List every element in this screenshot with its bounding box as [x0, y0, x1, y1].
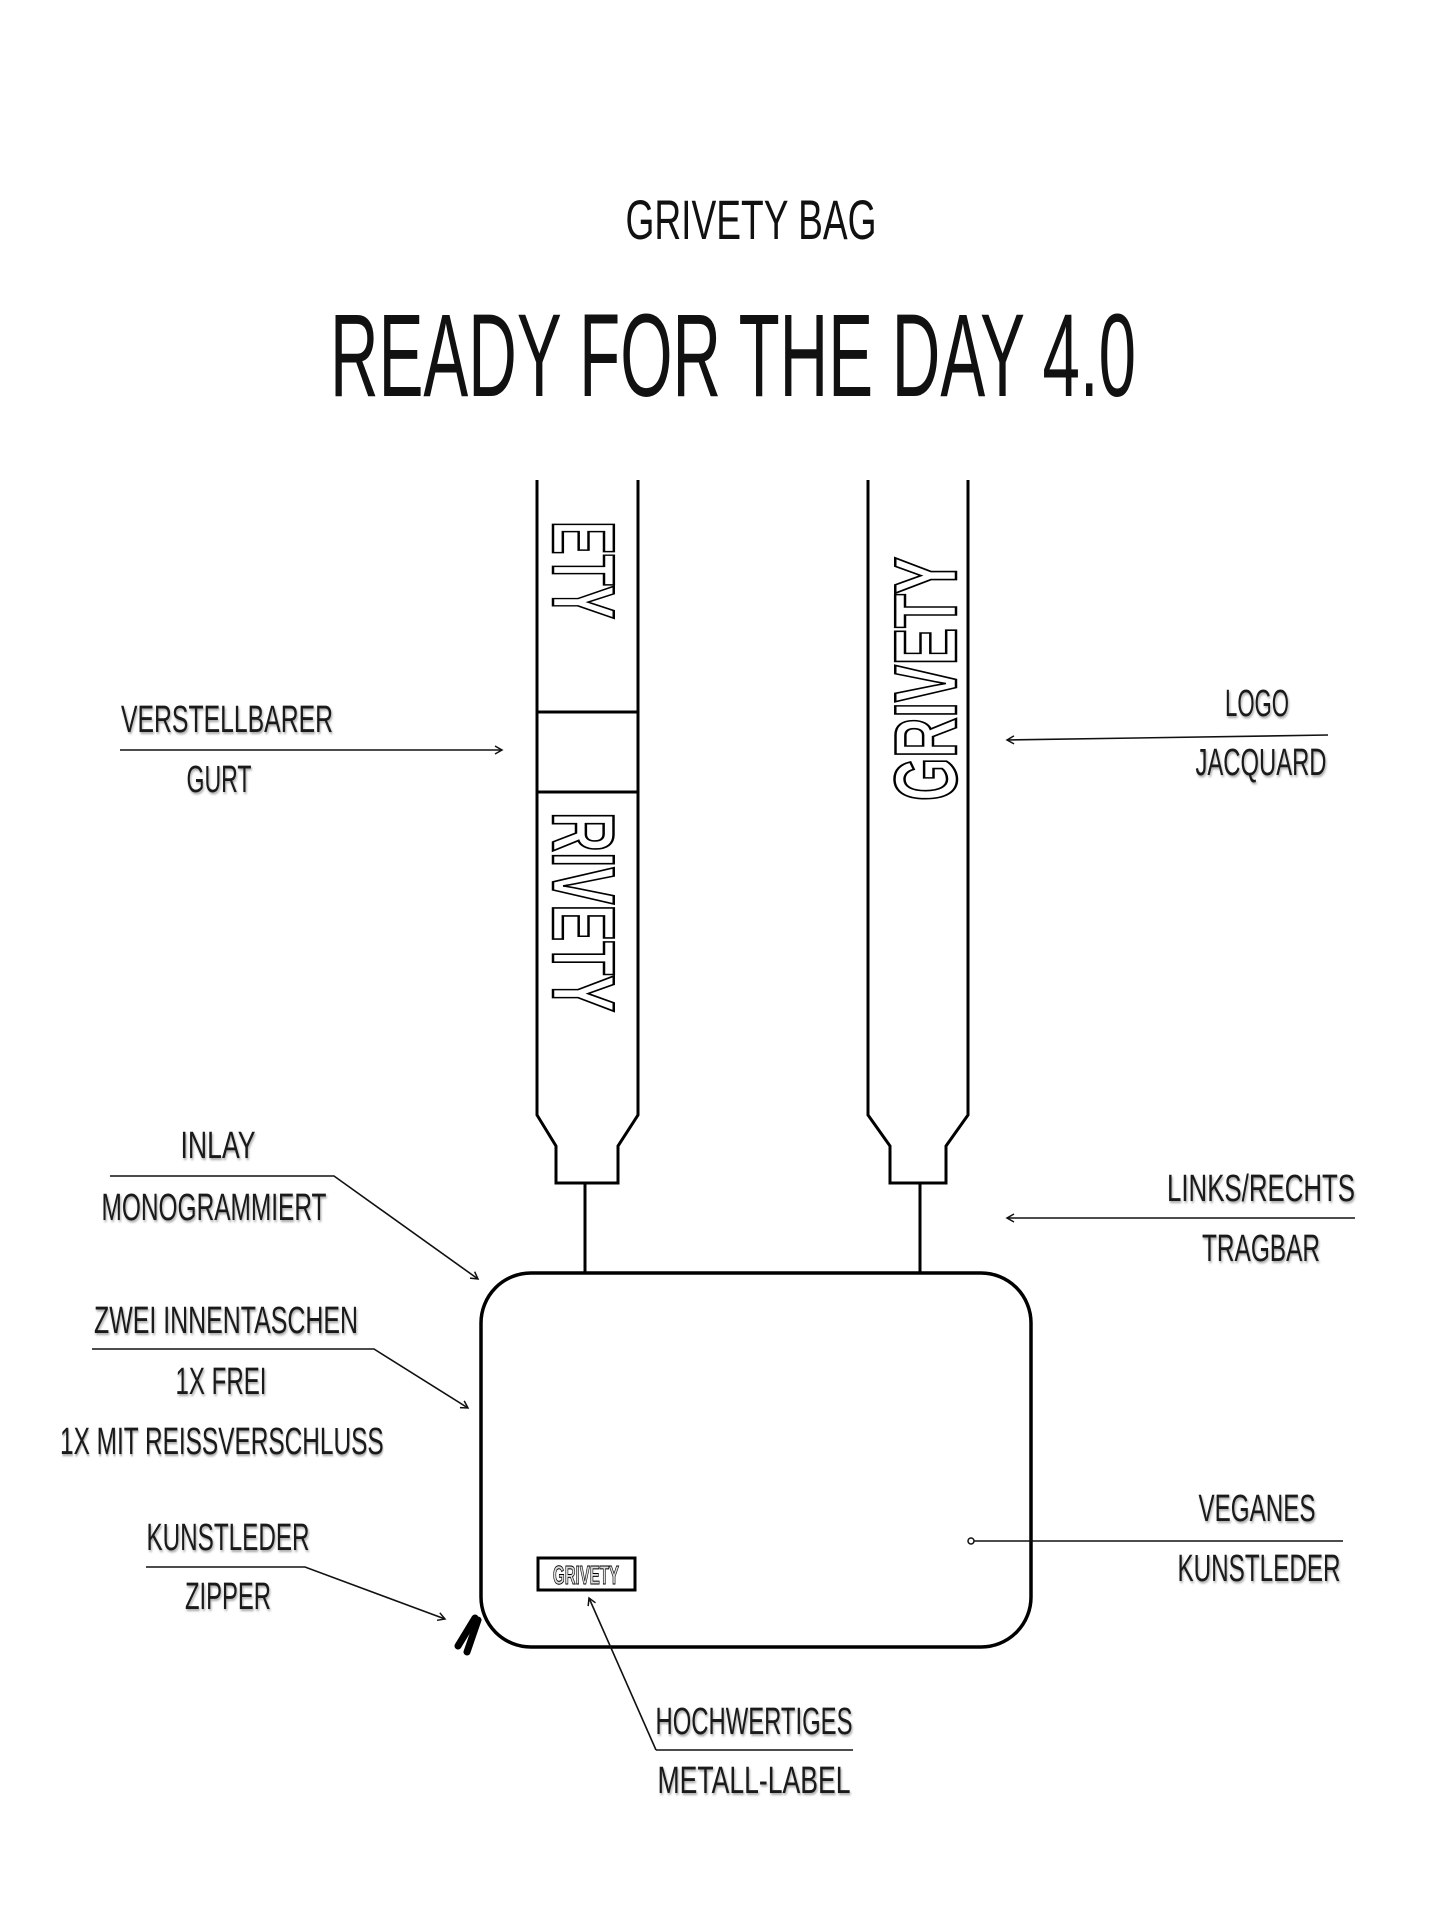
strap-logo-text: ETY — [534, 521, 633, 619]
annotation-label: ZIPPER — [185, 1576, 271, 1618]
strap-logo-text: RIVETY — [534, 812, 633, 1012]
annotation-label: KUNSTLEDER — [1178, 1548, 1341, 1590]
annotation-label: METALL-LABEL — [658, 1760, 851, 1802]
page-title: READY FOR THE DAY 4.0 — [330, 290, 1136, 422]
annotation-label: VERSTELLBARER — [121, 699, 333, 741]
strap-logo-text: GRIVETY — [876, 557, 975, 801]
subtitle: GRIVETY BAG — [626, 188, 877, 251]
annotation-label: VEGANES — [1199, 1488, 1316, 1530]
annotation-label: LINKS/RECHTS — [1167, 1168, 1355, 1210]
annotation-inlay: INLAY MONOGRAMMIERT — [102, 1125, 327, 1229]
annotation-carry: LINKS/RECHTS TRAGBAR — [1167, 1168, 1355, 1270]
annotation-material: VEGANES KUNSTLEDER — [1178, 1488, 1341, 1590]
annotation-lines — [92, 734, 1355, 1751]
annotation-label: KUNSTLEDER — [147, 1517, 310, 1559]
annotation-label: HOCHWERTIGES — [656, 1701, 853, 1743]
metal-label: GRIVETY — [536, 1556, 637, 1592]
right-strap: GRIVETY — [866, 480, 976, 1273]
annotation-label: TRAGBAR — [1202, 1228, 1320, 1270]
annotation-label: LOGO — [1225, 683, 1289, 725]
annotation-label: INLAY — [181, 1125, 256, 1167]
annotation-label: JACQUARD — [1196, 742, 1327, 784]
metal-label-text: GRIVETY — [553, 1560, 619, 1590]
zipper-pull-icon — [454, 1614, 482, 1656]
annotation-label: GURT — [187, 759, 252, 801]
annotation-label-metal: HOCHWERTIGES METALL-LABEL — [656, 1701, 853, 1802]
annotation-logo: LOGO JACQUARD — [1196, 683, 1327, 784]
annotation-label: 1X FREI — [176, 1361, 267, 1403]
left-strap: ETY RIVETY — [533, 480, 640, 1273]
annotation-label: 1X MIT REISSVERSCHLUSS — [60, 1419, 384, 1462]
annotation-zipper: KUNSTLEDER ZIPPER — [147, 1517, 310, 1618]
annotation-label: ZWEI INNENTASCHEN — [94, 1300, 358, 1342]
annotation-pockets: ZWEI INNENTASCHEN 1X FREI 1X MIT REISSVE… — [60, 1300, 384, 1462]
annotation-label: MONOGRAMMIERT — [102, 1187, 327, 1229]
bag-body — [479, 1271, 1033, 1649]
annotation-strap: VERSTELLBARER GURT — [121, 699, 333, 801]
